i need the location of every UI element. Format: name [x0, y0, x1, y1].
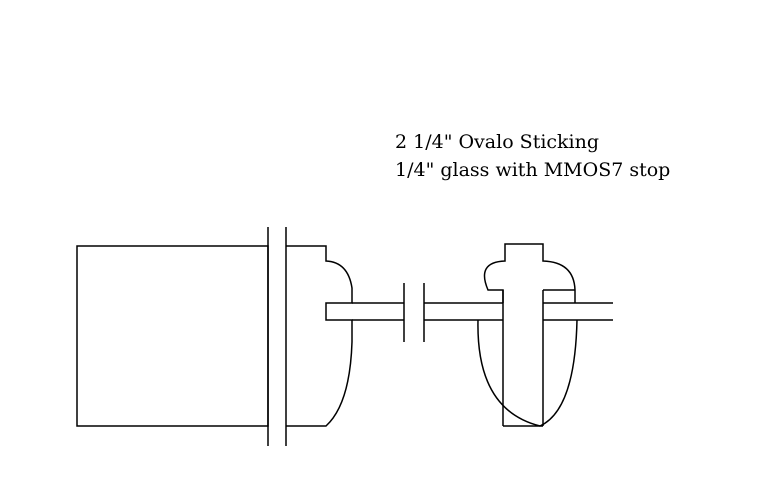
left-ovalo-profile	[286, 245, 353, 427]
caption-profile: 2 1/4" Ovalo Sticking	[395, 131, 600, 153]
stile-block	[76, 245, 269, 427]
right-stop-upper-profile	[483, 243, 576, 303]
right-stop-lower-profile	[477, 319, 578, 427]
caption-glass-stop: 1/4" glass with MMOS7 stop	[395, 159, 671, 181]
